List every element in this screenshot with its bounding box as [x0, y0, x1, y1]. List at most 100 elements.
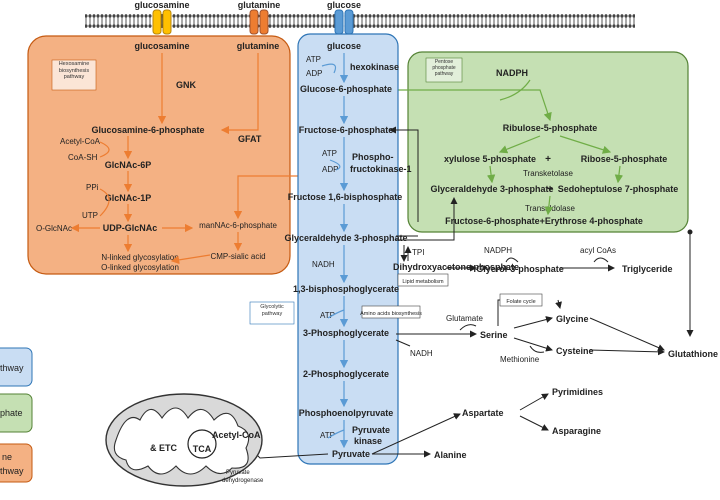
gly-glucose: glucose	[327, 41, 361, 51]
fructose-6-phosphate: Fructose-6-phosphate	[299, 125, 394, 135]
glucosamine-transporter-icon	[152, 9, 172, 35]
pyrimidines: Pyrimidines	[552, 387, 603, 397]
pyruvate-kinase-line1: Pyruvate	[352, 425, 390, 435]
mito-tca: TCA	[193, 444, 212, 454]
folate-cycle: Folate cycle	[506, 299, 535, 305]
hex-acetylcoa: Acetyl-CoA	[60, 137, 101, 146]
connector-arrows	[249, 126, 694, 459]
o-glcnac: O-GlcNAc	[36, 224, 72, 233]
udp-glcnac: UDP-GlcNAc	[103, 223, 158, 233]
gly-adp-2: ADP	[322, 165, 338, 174]
legend-item-3b: thway	[0, 466, 24, 476]
xylulose-5-phosphate: xylulose 5-phosphate	[444, 154, 536, 164]
gly-adp-1: ADP	[306, 69, 322, 78]
glycolytic-label: Glycolytic pathway	[260, 304, 284, 317]
amino-label: Amino acids biosynthesis	[360, 311, 422, 317]
membrane-glutamine: glutamine	[238, 0, 281, 10]
sedoheptulose-7-phosphate: Sedoheptulose 7-phosphate	[558, 184, 679, 194]
legend-swatch-glycolytic	[0, 347, 33, 387]
pentose-glyceraldehyde-3-phosphate: Glyceraldehyde 3-phosphate	[430, 184, 553, 194]
glcnac-6p: GlcNAc-6P	[105, 160, 152, 170]
glutamine-transporter-icon	[249, 9, 269, 35]
legend-item-1: thway	[0, 363, 24, 373]
mito-acetylcoa: Acetyl-CoA	[212, 430, 261, 440]
pdh-line1: Pyruvate	[226, 470, 250, 476]
hex-glucosamine: glucosamine	[134, 41, 189, 51]
acyl-coas: acyl CoAs	[580, 246, 616, 255]
legend: thway phate ne thway	[0, 347, 33, 483]
o-linked-glycosylation: O-linked glycosylation	[101, 263, 179, 272]
gly-nadh-2: NADH	[410, 349, 433, 358]
legend-swatch-pentose	[0, 393, 33, 433]
fructose-6p-erythrose-4p: Fructose-6-phosphate+Erythrose 4-phospha…	[445, 216, 643, 226]
mannac-6-phosphate: manNAc-6-phosphate	[199, 221, 277, 230]
lipid-label: Lipid metabolism	[402, 279, 444, 285]
pentose-arrows	[388, 79, 624, 216]
gnk-enzyme: GNK	[176, 80, 197, 90]
glycolysis-arrows	[321, 53, 349, 449]
ribose-5-phosphate: Ribose-5-phosphate	[581, 154, 668, 164]
methionine: Methionine	[500, 355, 540, 364]
folate-label-box	[499, 293, 543, 307]
pentose-label-box	[425, 57, 463, 83]
gly-atp-2: ATP	[322, 149, 337, 158]
pentose-label: Pentose phosphate pathway	[432, 59, 456, 77]
aspartate: Aspartate	[462, 408, 504, 418]
phosphoenolpyruvate: Phosphoenolpyruvate	[299, 408, 394, 418]
pentose-pathway-box	[407, 51, 689, 233]
glcnac-1p: GlcNAc-1P	[105, 193, 152, 203]
pdh-line2: dehydrogenase	[222, 478, 264, 484]
pentose-nadph: NADPH	[496, 68, 528, 78]
glyceraldehyde-3-phosphate: Glyceraldehyde 3-phosphate	[284, 233, 407, 243]
lipid-label-box	[397, 273, 449, 287]
n-linked-glycosylation: N-linked glycosylation	[101, 253, 178, 262]
pyruvate-kinase-line2: kinase	[354, 436, 382, 446]
transketolase-enzyme: Transketolase	[523, 169, 574, 178]
glucose-6-phosphate: Glucose-6-phosphate	[300, 84, 392, 94]
hexosamine-label-box	[51, 59, 97, 91]
gfat-enzyme: GFAT	[238, 134, 262, 144]
mitochondrion-icon	[105, 393, 263, 487]
1-3-bisphosphoglycerate: 1,3-bisphosphoglycerate	[293, 284, 399, 294]
glyerol-3-phosphate: Glyerol-3-phosphate	[476, 264, 564, 274]
alanine: Alanine	[434, 450, 467, 460]
cell-membrane	[85, 14, 635, 28]
pentose-plus-1: +	[545, 154, 551, 165]
hexosamine-pathway-box	[27, 35, 291, 275]
triglyceride: Triglyceride	[622, 264, 673, 274]
tpi-enzyme: TPI	[412, 248, 424, 257]
hexosamine-arrows	[70, 53, 302, 265]
gly-atp-1: ATP	[306, 55, 321, 64]
hex-ppi: PPi	[86, 183, 99, 192]
hexosamine-label: Hexosamine biosynthesis pathway	[58, 61, 90, 81]
ribulose-5-phosphate: Ribulose-5-phosphate	[503, 123, 598, 133]
glutathione: Glutathione	[668, 349, 718, 359]
asparagine: Asparagine	[552, 426, 601, 436]
pfk-enzyme-line2: fructokinase-1	[350, 164, 412, 174]
membrane-glucosamine: glucosamine	[134, 0, 189, 10]
gly-atp-3: ATP	[320, 311, 335, 320]
legend-item-3a: ne	[2, 452, 12, 462]
gly-atp-4: ATP	[320, 431, 335, 440]
cysteine: Cysteine	[556, 346, 594, 356]
membrane-glucose: glucose	[327, 0, 361, 10]
hex-coash: CoA-SH	[68, 153, 98, 162]
hex-utp: UTP	[82, 211, 98, 220]
pfk-enzyme-line1: Phospho-	[352, 152, 394, 162]
glycine: Glycine	[556, 314, 589, 324]
hexokinase-enzyme: hexokinase	[350, 62, 399, 72]
lipid-nadph: NADPH	[484, 246, 512, 255]
gly-nadh-1: NADH	[312, 260, 335, 269]
transaldolase-enzyme: Transaldolase	[525, 204, 576, 213]
pentose-plus-2: +	[547, 184, 553, 195]
3-phosphoglycerate: 3-Phosphoglycerate	[303, 328, 389, 338]
glutamate: Glutamate	[446, 314, 483, 323]
2-phosphoglycerate: 2-Phosphoglycerate	[303, 369, 389, 379]
legend-item-2: phate	[0, 408, 23, 418]
pyruvate: Pyruvate	[332, 449, 370, 459]
cmp-sialic-acid: CMP-sialic acid	[210, 252, 265, 261]
mito-etc: & ETC	[150, 443, 178, 453]
dihydroxyacetone-phosphate: Dihydroxyacetone phosphate	[393, 262, 519, 272]
glycolytic-pathway-box	[297, 33, 399, 465]
